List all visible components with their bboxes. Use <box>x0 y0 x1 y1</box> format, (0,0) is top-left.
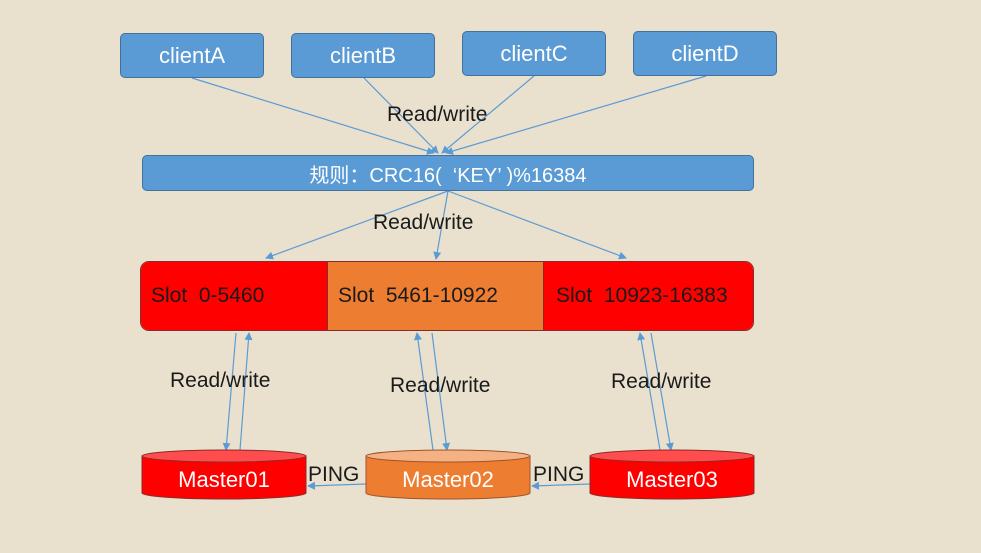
master02-cylinder <box>365 449 531 500</box>
slot-range-a: Slot 0-5460 <box>141 262 328 330</box>
arrow-rule-slot-a <box>265 190 449 260</box>
arrow-master02-slot-b <box>413 332 434 451</box>
client-c-box: clientC <box>462 31 606 76</box>
slot-range-b-label: Slot 5461-10922 <box>338 284 498 307</box>
slot-range-c-label: Slot 10923-16383 <box>556 284 728 307</box>
rw-label-slot-c: Read/write <box>611 370 712 393</box>
master03-cylinder <box>589 449 755 500</box>
arrow-clientB-rule <box>363 77 439 154</box>
slot-range-c: Slot 10923-16383 <box>544 262 753 330</box>
arrow-slot-b-master02 <box>431 332 451 451</box>
master01-label: Master01 <box>178 467 270 492</box>
client-a-label: clientA <box>158 42 226 68</box>
client-d-box: clientD <box>633 31 777 76</box>
arrow-slot-a-master01 <box>222 332 237 451</box>
ping-label-02-03: PING <box>533 463 585 486</box>
client-d-label: clientD <box>671 40 739 66</box>
rw-label-slot-b: Read/write <box>390 374 491 397</box>
arrow-rule-slot-b <box>433 190 449 260</box>
arrow-rule-slot-c <box>447 190 627 260</box>
slot-bar: Slot 0-5460 Slot 5461-10922 Slot 10923-1… <box>140 261 754 331</box>
slot-range-b: Slot 5461-10922 <box>328 262 544 330</box>
client-c-label: clientC <box>500 40 568 66</box>
master03-label: Master03 <box>626 467 718 492</box>
arrow-master01-slot-a <box>239 332 253 451</box>
arrow-clientC-rule <box>441 75 535 154</box>
client-b-label: clientB <box>329 42 397 68</box>
hash-rule-box: 规则：CRC16( ‘KEY’ )%16384 <box>142 155 754 191</box>
master01-cylinder <box>141 449 307 500</box>
client-a-box: clientA <box>120 33 264 78</box>
rw-label-rule: Read/write <box>373 211 474 234</box>
arrow-clientD-rule <box>445 75 707 155</box>
ping-label-01-02: PING <box>308 463 360 486</box>
arrow-slot-c-master03 <box>650 332 674 451</box>
rw-label-clients: Read/write <box>387 103 488 126</box>
rw-label-slot-a: Read/write <box>170 369 271 392</box>
arrow-master03-slot-c <box>637 332 661 451</box>
client-b-box: clientB <box>291 33 435 78</box>
arrow-ping-02-03 <box>531 481 591 490</box>
master02-label: Master02 <box>402 467 494 492</box>
arrow-ping-01-02 <box>307 481 367 490</box>
slot-range-a-label: Slot 0-5460 <box>151 284 265 307</box>
hash-rule-label: 规则：CRC16( ‘KEY’ )%16384 <box>309 164 587 187</box>
arrow-clientA-rule <box>191 77 435 155</box>
